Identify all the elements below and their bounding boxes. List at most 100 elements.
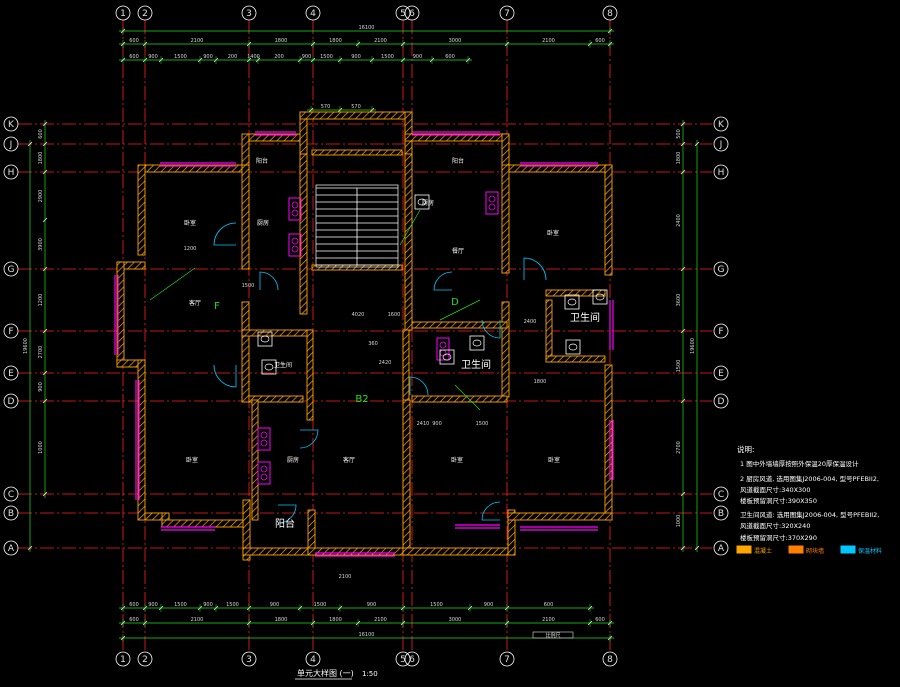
axis-label: H: [718, 168, 725, 178]
axis-label: C: [8, 490, 14, 500]
axis-bubble: [305, 651, 321, 667]
axis-label: 8: [607, 9, 613, 19]
wall: [299, 111, 413, 120]
inner-dimension: 2400: [524, 319, 537, 325]
wall: [311, 264, 403, 271]
stove-burner: [260, 465, 268, 473]
wall: [307, 547, 411, 556]
axis-label: A: [8, 544, 15, 554]
axis-label: F: [718, 327, 723, 337]
axis-label: 1: [120, 655, 126, 665]
axis-label: 5: [400, 9, 406, 19]
bath-fixture-bowl: [472, 339, 482, 347]
room-label-dining-ne: 餐厅: [452, 247, 464, 255]
dim-top-row1-text: 3000: [449, 38, 462, 44]
inner-dimension: 1800: [534, 379, 547, 385]
wall: [404, 153, 413, 331]
dim-left-text: 2900: [38, 190, 44, 203]
inner-dimension: 1500: [476, 421, 489, 427]
dim-right-tick: [680, 121, 686, 127]
axis-label: G: [8, 265, 15, 275]
axis-bubble: [3, 393, 19, 409]
kitchen-counter: [485, 191, 499, 215]
door-swing: [481, 501, 501, 521]
dim-right-total-tick: [694, 545, 700, 551]
bath-fixture: [565, 339, 581, 355]
inner-dimension: 2420: [379, 360, 392, 366]
axis-bubble: [602, 5, 618, 21]
stove-burner: [260, 431, 268, 439]
dim-right-total-tick: [694, 141, 700, 147]
door-swing: [433, 271, 453, 291]
scale-bar-label: 比例尺: [545, 632, 560, 639]
dim-top-row1-text: 2100: [542, 38, 555, 44]
axis-bubble: [713, 393, 729, 409]
dim-left-tick: [42, 491, 48, 497]
axis-bubble: [3, 323, 19, 339]
dim-top-row1-text: 600: [129, 38, 139, 44]
wall: [402, 547, 516, 556]
bath-fixture-bowl: [568, 343, 578, 351]
drawing-title: 单元大样图 (一): [297, 668, 354, 678]
axis-bubble: [3, 486, 19, 502]
inner-dimension: 1600: [388, 312, 401, 318]
dim-right-tick: [680, 328, 686, 334]
room-label-f-label: F: [214, 301, 220, 312]
axis-label: H: [8, 168, 15, 178]
wall: [306, 329, 314, 421]
axis-bubble: [713, 323, 729, 339]
dim-bottom-row2-text: 600: [129, 617, 139, 623]
axis-label: D: [8, 397, 15, 407]
leader-line: [439, 299, 481, 321]
room-label-bedroom-se: 卧室: [548, 456, 560, 464]
room-label-bath-w: 卫生间: [274, 361, 292, 369]
axis-label: 5: [400, 655, 406, 665]
door-swing: [409, 376, 429, 396]
room-label-kitchen-ne: 厨房: [422, 199, 434, 207]
dim-bottom-row2-text: 2100: [191, 617, 204, 623]
axis-bubble: [602, 651, 618, 667]
dim-top-row2-text: 900: [203, 54, 213, 60]
axis-bubble: [241, 5, 257, 21]
axis-label: C: [718, 490, 724, 500]
dim-top-row2-text: 600: [129, 54, 139, 60]
axis-label: G: [718, 265, 725, 275]
kitchen-counter: [436, 337, 450, 361]
room-label-balcony-s: 阳台: [275, 517, 295, 530]
axis-label: 6: [409, 655, 415, 665]
room-label-bath-c: 卫生间: [461, 358, 491, 371]
dim-top-row1-text: 2100: [191, 38, 204, 44]
inner-dimension: 1500: [242, 283, 255, 289]
dim-bottom-row1-text: 900: [203, 602, 213, 608]
room-label-living-s: 客厅: [343, 456, 355, 464]
leader-line: [399, 209, 421, 246]
wall: [137, 359, 146, 521]
dim-bottom-row1-text: 600: [544, 602, 554, 608]
dim-bottom-row1-text: 1500: [226, 602, 239, 608]
door-swing: [277, 504, 297, 524]
dim-right-text: 1800: [676, 152, 682, 165]
wall: [545, 299, 553, 361]
stove-burner: [291, 245, 299, 253]
dim-right-tick: [680, 545, 686, 551]
axis-bubble: [137, 651, 153, 667]
axis-bubble: [713, 365, 729, 381]
dim-bottom-row1-text: 900: [367, 602, 377, 608]
dim-left-total-tick: [27, 545, 33, 551]
legend-label: 混凝土: [754, 547, 772, 555]
wall: [242, 499, 251, 561]
inner-dimension: 1200: [184, 246, 197, 252]
axis-label: K: [8, 120, 15, 130]
wall: [404, 111, 413, 155]
stove-burner: [260, 473, 268, 481]
axis-label: 7: [504, 9, 510, 19]
kitchen-counter: [257, 461, 271, 485]
axis-bubble: [499, 5, 515, 21]
dim-left-tick: [42, 121, 48, 127]
dim-left-tick: [42, 370, 48, 376]
notes-line: 2 厨房风道, 选用图集J2006-004, 型号PFEBII2,: [740, 474, 879, 483]
axis-label: 7: [504, 655, 510, 665]
wall: [411, 321, 508, 329]
dim-left-tick: [42, 217, 48, 223]
wall: [241, 164, 250, 270]
